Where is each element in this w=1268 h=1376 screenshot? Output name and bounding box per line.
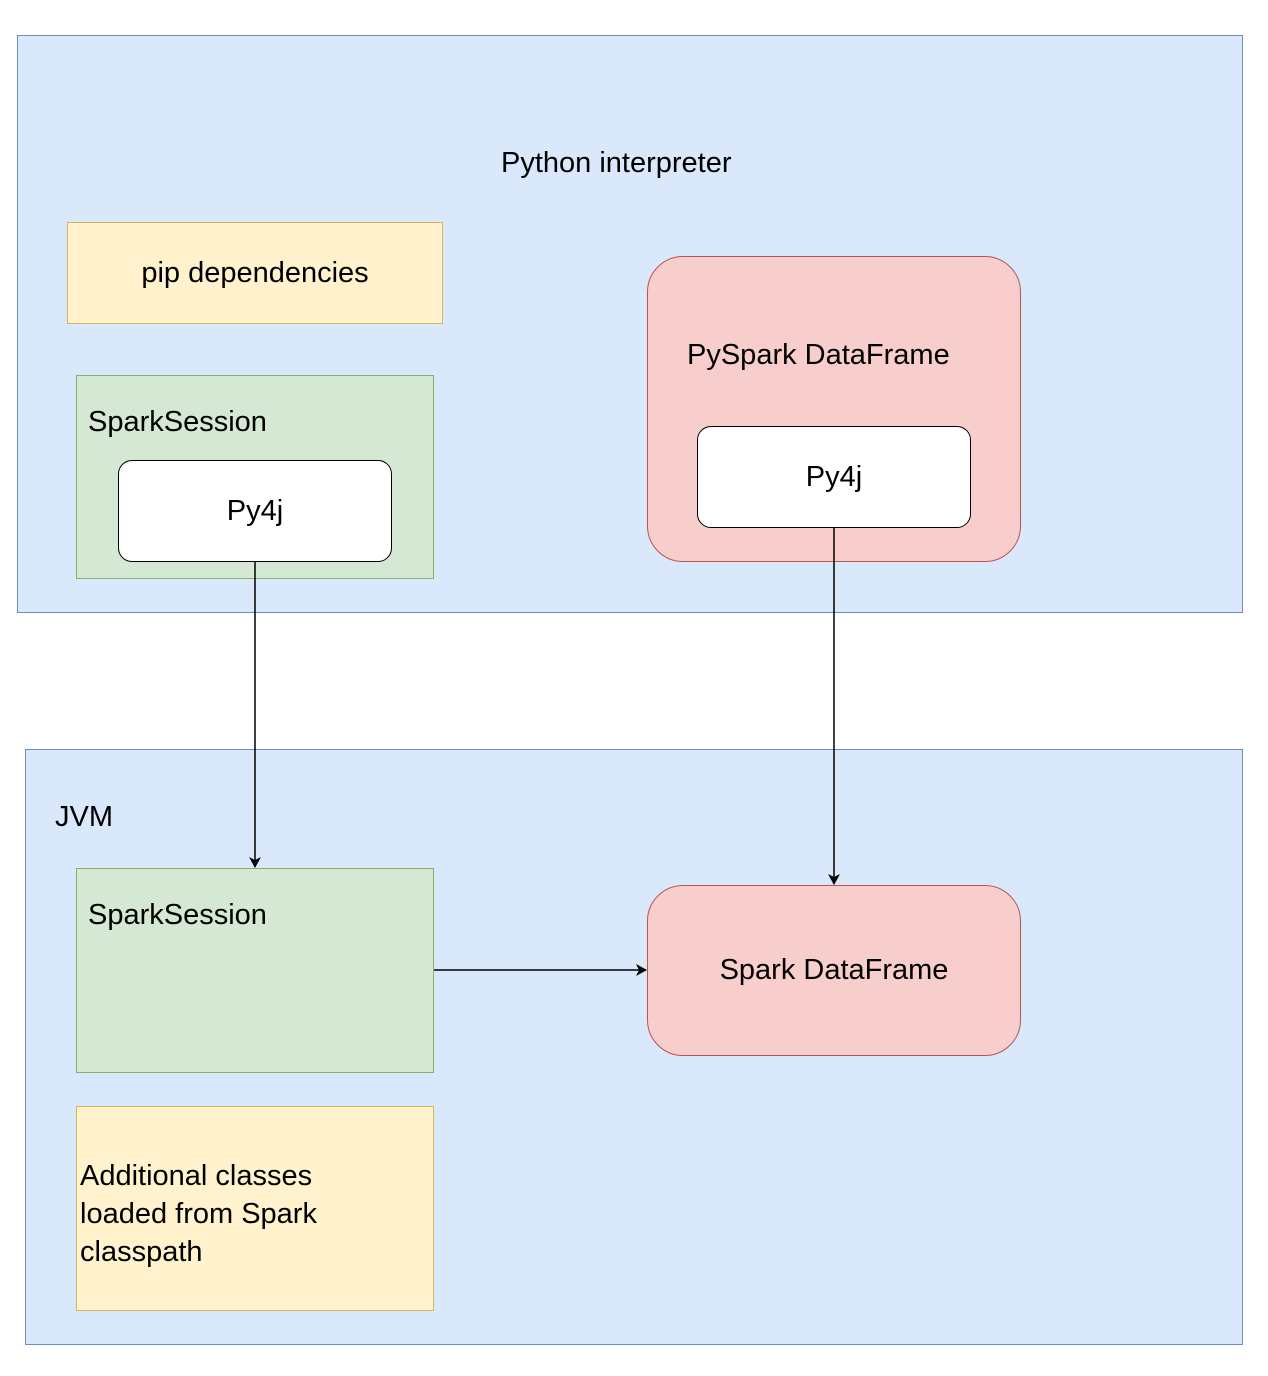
pip-dependencies-label: pip dependencies	[141, 256, 369, 289]
jvm-sparksession-box: SparkSession	[76, 868, 434, 1073]
pip-dependencies-box: pip dependencies	[67, 222, 443, 324]
additional-classes-line-1: Additional classes	[80, 1160, 313, 1192]
py4j-label: Py4j	[226, 494, 284, 527]
additional-classes-line-3: classpath	[80, 1236, 203, 1268]
jvm-label: JVM	[55, 801, 113, 833]
jvm-spark-dataframe-box: Spark DataFrame	[647, 885, 1021, 1056]
python-sparksession-py4j-box: Py4j	[118, 460, 392, 562]
python-sparksession-label: SparkSession	[88, 406, 267, 438]
python-interpreter-label: Python interpreter	[501, 147, 732, 179]
spark-dataframe-label: Spark DataFrame	[719, 954, 949, 986]
additional-classes-line-2: loaded from Spark	[80, 1198, 317, 1230]
pyspark-dataframe-label: PySpark DataFrame	[687, 339, 950, 371]
pyspark-dataframe-py4j-box: Py4j	[697, 426, 971, 528]
additional-classes-box: Additional classes loaded from Spark cla…	[76, 1106, 434, 1311]
jvm-sparksession-label: SparkSession	[88, 899, 267, 931]
py4j-label: Py4j	[805, 460, 863, 493]
